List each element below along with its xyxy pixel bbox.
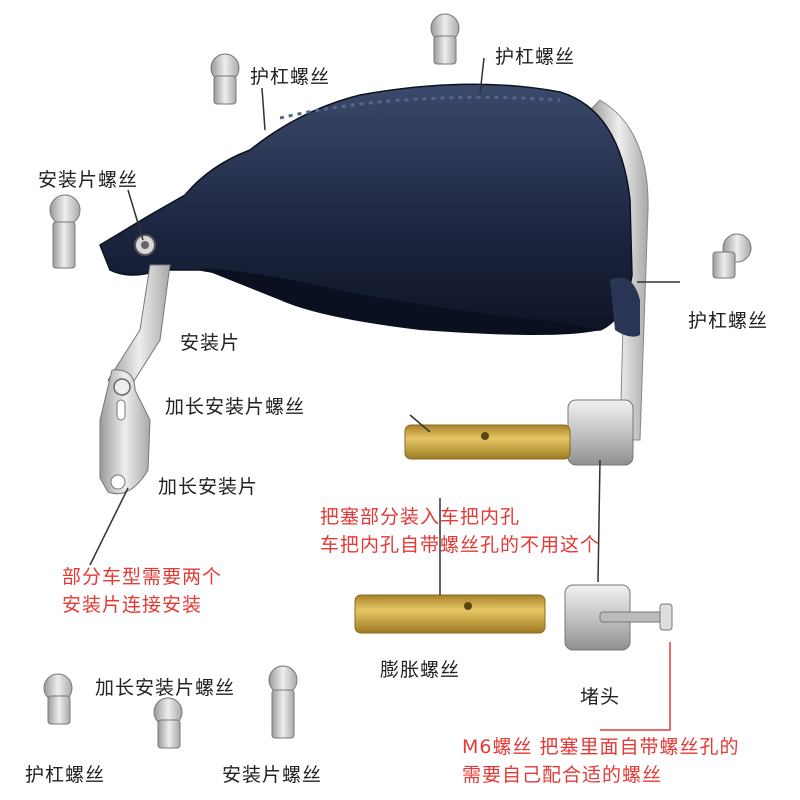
note-plug-line1: 把塞部分装入车把内孔	[320, 506, 521, 528]
plug-assembled	[404, 424, 571, 460]
hand-guard-body	[99, 83, 640, 337]
extended-plate-part	[99, 369, 151, 495]
legend-guard-screw: 护杠螺丝	[25, 764, 106, 786]
label-mount-plate-screw: 安装片螺丝	[38, 169, 139, 191]
loose-screws	[43, 13, 752, 749]
label-guard-screw-top-right: 护杠螺丝	[495, 46, 576, 68]
label-guard-screw-top-left: 护杠螺丝	[250, 66, 331, 88]
note-plates: 部分车型需要两个 安装片连接安装	[62, 563, 222, 619]
label-mount-plate: 安装片	[180, 332, 241, 354]
screw-mount-plate	[49, 194, 81, 269]
label-guard-screw-right: 护杠螺丝	[688, 310, 769, 332]
label-extended-plate: 加长安装片	[158, 476, 259, 498]
screw-bottom-left	[43, 673, 73, 725]
callout-lines	[89, 57, 680, 595]
guard-end-cap	[567, 399, 634, 466]
note-plates-line2: 安装片连接安装	[62, 594, 203, 616]
legend-extended-plate-screw: 加长安装片螺丝	[95, 677, 236, 699]
label-expansion-screw: 膨胀螺丝	[380, 659, 461, 681]
note-m6-line1: M6螺丝 把塞里面自带螺丝孔的	[462, 736, 740, 758]
label-extended-plate-screw: 加长安装片螺丝	[165, 396, 306, 418]
legend-mount-plate-screw: 安装片螺丝	[222, 764, 323, 786]
label-end-cap: 堵头	[580, 686, 621, 708]
note-plates-line1: 部分车型需要两个	[62, 566, 223, 588]
red-callout-line	[600, 642, 671, 731]
screw-top-left	[210, 53, 240, 105]
screw-bottom-middle	[153, 697, 183, 749]
screw-right	[712, 233, 752, 279]
screw-bottom-long	[268, 665, 298, 739]
screw-top-right	[430, 13, 460, 65]
note-plug-line2: 车把内孔自带螺丝孔的不用这个	[320, 534, 601, 556]
note-m6-line2: 需要自己配合适的螺丝	[462, 764, 663, 786]
expansion-screw-set	[354, 584, 673, 651]
note-plug: 把塞部分装入车把内孔 车把内孔自带螺丝孔的不用这个	[320, 503, 600, 559]
note-m6-screw: M6螺丝 把塞里面自带螺丝孔的 需要自己配合适的螺丝	[462, 733, 740, 789]
